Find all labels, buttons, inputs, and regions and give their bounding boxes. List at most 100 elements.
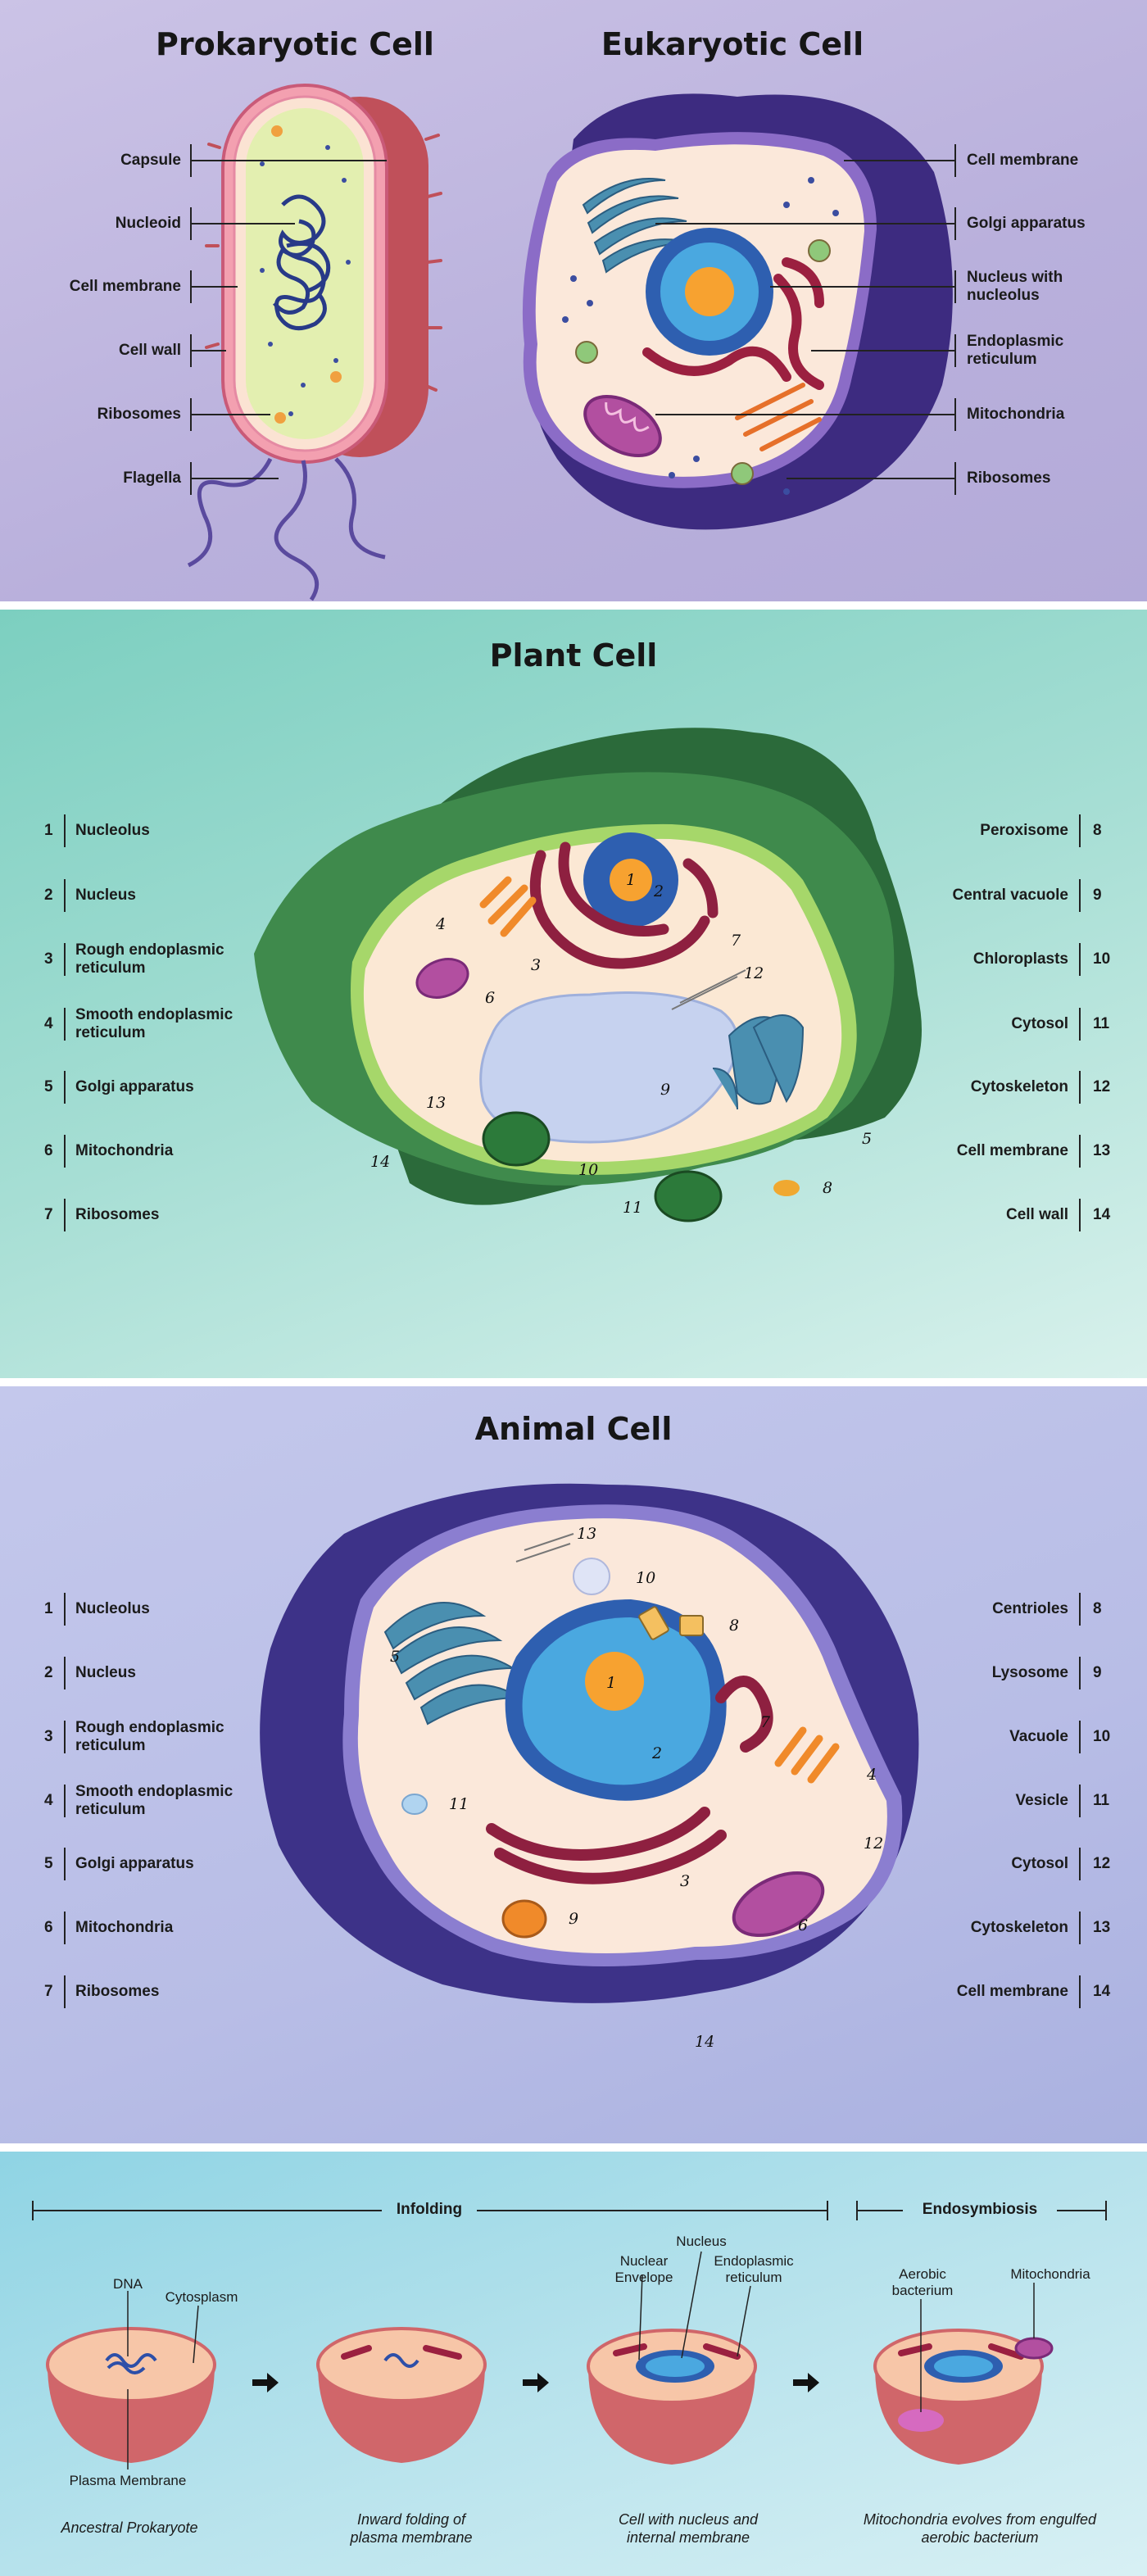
eukaryote-title: Eukaryotic Cell xyxy=(601,26,864,62)
stage4-cell xyxy=(873,2329,1054,2465)
label-eu-er: Endoplasmic reticulum xyxy=(967,333,1064,368)
prokaryote-granule xyxy=(274,412,286,424)
legend-label: Chloroplasts xyxy=(972,950,1068,968)
animal-smooth-er xyxy=(774,1726,840,1784)
legend-label: Nucleus xyxy=(75,1664,136,1681)
legend-number: 11 xyxy=(1093,1015,1110,1032)
vesicle xyxy=(575,341,598,364)
svg-text:6: 6 xyxy=(485,989,495,1007)
label-flagella: Flagella xyxy=(123,469,181,487)
legend-label: Golgi apparatus xyxy=(75,1855,194,1872)
legend-number: 13 xyxy=(1093,1919,1111,1936)
legend-label: Smooth endoplasmic reticulum xyxy=(75,1006,233,1041)
legend-number: 12 xyxy=(1093,1855,1111,1872)
plant-nucleolus xyxy=(610,859,652,901)
plant-cytoskeleton xyxy=(671,976,738,1010)
label-eu-golgi: Golgi apparatus xyxy=(967,215,1086,232)
legend-label: Rough endoplasmic reticulum xyxy=(75,1719,224,1754)
legend-label: Central vacuole xyxy=(952,887,1069,904)
svg-text:1: 1 xyxy=(606,1674,616,1692)
legend-number: 8 xyxy=(1093,822,1102,839)
stage1-cell xyxy=(46,2327,216,2463)
svg-text:14: 14 xyxy=(695,2033,714,2051)
label-eu-ribosomes: Ribosomes xyxy=(967,469,1051,487)
plant-smooth-er xyxy=(479,876,537,937)
legend-number: 6 xyxy=(44,1142,53,1159)
legend-label: Mitochondria xyxy=(75,1919,174,1936)
endosymbiosis-label: Endosymbiosis xyxy=(922,2201,1038,2218)
legend-number: 7 xyxy=(44,1983,53,2000)
animal-vesicle xyxy=(401,1794,428,1815)
svg-text:4: 4 xyxy=(435,915,446,933)
svg-text:3: 3 xyxy=(680,1872,690,1890)
svg-text:2: 2 xyxy=(653,882,664,900)
stage3-cell xyxy=(587,2329,757,2465)
legend-number: 3 xyxy=(44,1728,53,1745)
label-plasma-membrane: Plasma Membrane xyxy=(69,2473,187,2488)
legend-label: Golgi apparatus xyxy=(75,1078,194,1095)
label-nuclear-envelope: Nuclear Envelope xyxy=(614,2253,673,2285)
legend-label: Vesicle xyxy=(1015,1792,1068,1809)
caption-stage4: Mitochondria evolves from engulfed aerob… xyxy=(863,2511,1097,2546)
animal-title: Animal Cell xyxy=(474,1411,673,1447)
legend-label: Cytosol xyxy=(1011,1015,1068,1032)
svg-text:4: 4 xyxy=(866,1766,877,1784)
legend-number: 5 xyxy=(44,1078,53,1095)
eukaryote-smooth-er xyxy=(735,383,822,451)
label-endoplasmic-reticulum: Endoplasmic reticulum xyxy=(714,2253,794,2285)
plant-peroxisome xyxy=(773,1180,800,1196)
legend-label: Ribosomes xyxy=(75,1983,160,2000)
legend-label: Smooth endoplasmic reticulum xyxy=(75,1783,233,1818)
legend-label: Vacuole xyxy=(1009,1728,1068,1745)
label-eu-cell-membrane: Cell membrane xyxy=(967,152,1079,169)
svg-text:11: 11 xyxy=(449,1795,469,1813)
svg-text:5: 5 xyxy=(862,1130,872,1148)
label-eu-mitochondria: Mitochondria xyxy=(967,406,1065,423)
stage2-cell xyxy=(316,2327,487,2463)
svg-text:6: 6 xyxy=(798,1916,808,1934)
legend-label: Nucleolus xyxy=(75,1600,150,1617)
svg-text:11: 11 xyxy=(623,1199,642,1217)
legend-label: Cell membrane xyxy=(956,1142,1068,1159)
label-capsule: Capsule xyxy=(120,152,181,169)
plant-number-bars xyxy=(64,814,1081,1231)
legend-number: 14 xyxy=(1093,1206,1111,1223)
svg-text:3: 3 xyxy=(531,956,541,974)
svg-text:5: 5 xyxy=(390,1648,400,1666)
legend-label: Lysosome xyxy=(991,1664,1068,1681)
legend-number: 3 xyxy=(44,950,53,968)
label-nucleus: Nucleus xyxy=(676,2234,727,2249)
pili xyxy=(205,134,442,392)
legend-label: Cytosol xyxy=(1011,1855,1068,1872)
animal-nucleolus xyxy=(585,1652,644,1711)
label-dna: DNA xyxy=(113,2276,143,2292)
label-cell-membrane: Cell membrane xyxy=(69,278,181,295)
label-cell-wall: Cell wall xyxy=(118,342,181,359)
prokaryote-granule xyxy=(330,371,342,383)
eukaryote-nucleolus xyxy=(685,267,734,316)
legend-number: 1 xyxy=(44,1600,53,1617)
infolding-label: Infolding xyxy=(396,2201,463,2218)
vesicle xyxy=(808,239,831,262)
legend-label: Rough endoplasmic reticulum xyxy=(75,941,224,977)
animal-cytoskeleton xyxy=(524,1533,574,1551)
eukaryote-leaders xyxy=(655,144,956,495)
svg-text:9: 9 xyxy=(660,1081,670,1099)
prokaryote-cytoplasm xyxy=(246,108,364,439)
svg-text:14: 14 xyxy=(370,1153,390,1171)
legend-label: Cell wall xyxy=(1005,1206,1068,1223)
animal-lysosome xyxy=(501,1899,547,1939)
eukaryote-ribosomes xyxy=(562,177,839,495)
legend-number: 10 xyxy=(1093,1728,1111,1745)
legend-number: 10 xyxy=(1093,950,1111,968)
animal-cytoskeleton xyxy=(515,1543,571,1562)
plant-chloroplast xyxy=(654,1170,723,1222)
plant-central-vacuole xyxy=(479,991,739,1144)
legend-number: 13 xyxy=(1093,1142,1111,1159)
plant-mitochondrion xyxy=(415,958,469,999)
panel-prokaryote-eukaryote: Prokaryotic Cell Eukaryotic Cell Capsule… xyxy=(0,0,1147,601)
label-ribosomes: Ribosomes xyxy=(97,406,181,423)
